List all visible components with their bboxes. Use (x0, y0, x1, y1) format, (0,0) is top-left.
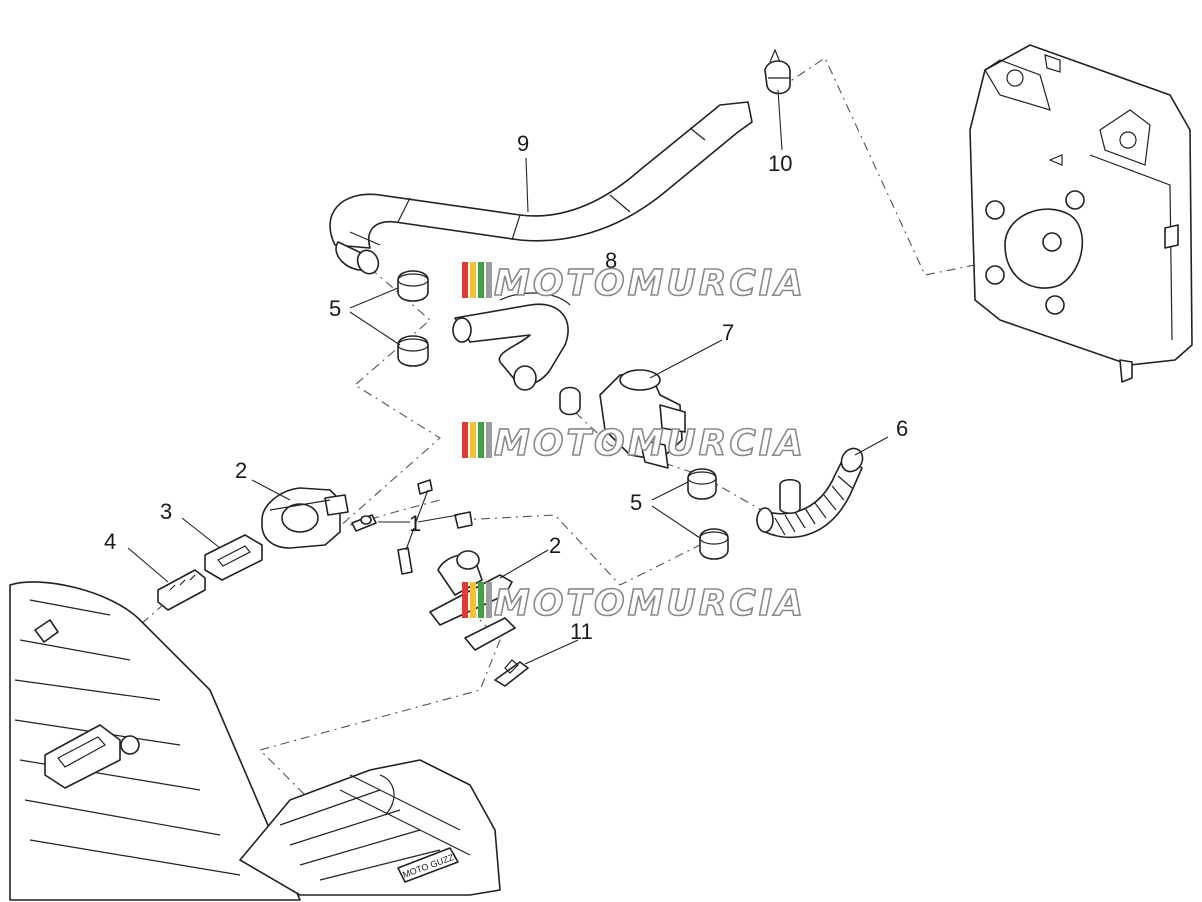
bolt-c (454, 511, 473, 529)
bolts-part-1 (351, 479, 473, 575)
clamp-part-5-upper-b (397, 335, 429, 367)
valve-part-7 (559, 369, 686, 469)
callout-7: 7 (722, 320, 734, 345)
watermark-3: MOTOMURCIA (462, 582, 806, 625)
bolt-d (397, 547, 413, 575)
bracket-part-11 (494, 659, 529, 687)
clamp-part-5-lower-a (687, 468, 717, 500)
callout-6: 6 (896, 416, 908, 441)
watermark-2: MOTOMURCIA (462, 422, 806, 465)
air-filter-box (969, 44, 1193, 383)
watermark-1: MOTOMURCIA (462, 262, 806, 305)
reed-cover-part-2-upper (261, 487, 349, 549)
watermark-text-2: MOTOMURCIA (494, 423, 806, 464)
leader-lines (127, 89, 889, 665)
short-hose-part-8 (452, 292, 571, 391)
gasket-part-3 (204, 534, 263, 581)
reed-plate-part-4 (157, 569, 206, 611)
callout-10: 10 (768, 151, 792, 176)
callout-4: 4 (104, 529, 116, 554)
callout-11: 11 (570, 619, 593, 644)
engine-cylinder-right (239, 759, 501, 896)
callout-1: 1 (409, 511, 421, 536)
breather-hose-part-9 (329, 101, 753, 275)
callout-5-lower: 5 (630, 490, 642, 515)
callout-5-upper: 5 (329, 296, 341, 321)
clamp-part-5-upper-a (397, 270, 429, 302)
hose-clamp-part-10 (764, 48, 791, 95)
watermark-text-1: MOTOMURCIA (494, 263, 806, 304)
callout-3: 3 (160, 499, 172, 524)
callout-8: 8 (605, 248, 617, 273)
bolt-b (417, 479, 433, 495)
clamp-part-5-lower-b (699, 528, 729, 560)
bolt-a (351, 514, 377, 532)
callout-2-upper: 2 (235, 458, 247, 483)
callout-9: 9 (517, 131, 529, 156)
watermark-text-3: MOTOMURCIA (494, 583, 806, 624)
engine-cylinder-left (9, 581, 301, 901)
callout-labels: 9 10 8 5 7 6 2 5 3 1 4 2 11 (104, 131, 908, 644)
callout-2-lower: 2 (549, 533, 561, 558)
